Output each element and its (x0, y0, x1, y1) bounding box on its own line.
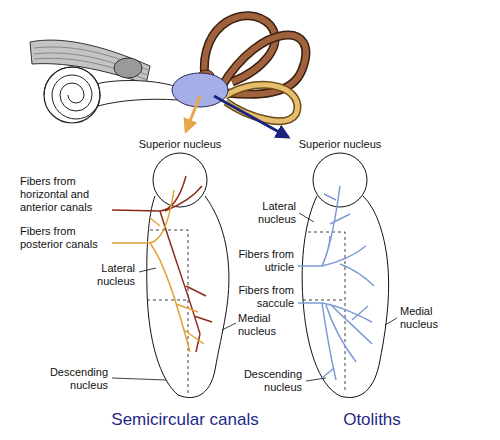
cochlea-spiral (44, 67, 100, 119)
fibre-label: Fibers from horizontal and anterior cana… (20, 175, 108, 214)
nucleus-label: Descending nucleus (236, 368, 302, 394)
horizontal-canal (225, 85, 298, 121)
otolith-fibres (298, 186, 374, 286)
fibre-label: Fibers from posterior canals (20, 225, 108, 251)
nucleus-label: Medial nucleus (238, 312, 290, 338)
vestibule (172, 73, 228, 107)
nucleus-label: Superior nucleus (280, 138, 400, 151)
superior-nucleus-outline (153, 153, 207, 207)
anterior-canal-outline (204, 16, 275, 82)
fibre-label: Fibers from saccule (228, 284, 294, 310)
inner-ear (30, 16, 306, 137)
nucleus-label: Lateral nucleus (83, 262, 135, 288)
nucleus-label: Lateral nucleus (244, 200, 296, 226)
nuclei-outline (302, 196, 388, 398)
canal-to-nuclei-arrow (186, 96, 200, 131)
panel-caption: Semicircular canals (85, 410, 285, 430)
horizontal-canal-outline (225, 85, 298, 121)
superior-nucleus-outline (313, 153, 367, 207)
fibre-label: Fibers from utricle (228, 248, 294, 274)
nucleus-label: Descending nucleus (40, 366, 108, 392)
ganglion (114, 58, 142, 78)
cochlea (44, 67, 100, 123)
cochlea-base (96, 81, 180, 106)
leader-line (299, 213, 397, 381)
nucleus-label: Medial nucleus (400, 305, 455, 331)
panel-caption: Otoliths (312, 410, 432, 430)
nucleus-border (147, 230, 188, 393)
right-nuclei (298, 153, 397, 398)
nucleus-label: Superior nucleus (120, 138, 240, 151)
anterior-canal (204, 16, 275, 82)
otolith-to-nuclei-arrow (214, 96, 288, 137)
otolith-fibres (298, 303, 372, 380)
